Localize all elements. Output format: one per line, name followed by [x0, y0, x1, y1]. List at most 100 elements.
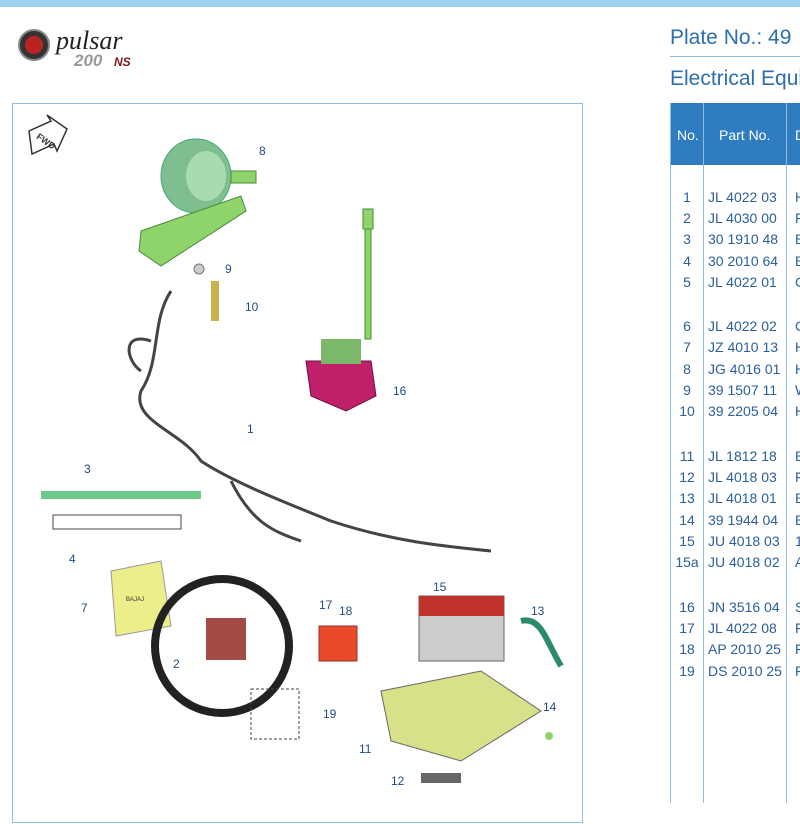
table-row: 5JL 4022 01C — [671, 272, 800, 292]
cell-desc: F — [795, 469, 800, 485]
starter-relay-part — [305, 208, 377, 412]
table-row: 15 JU 4018 03 1 — [671, 531, 800, 551]
cell-part: JL 4022 03 — [708, 189, 777, 205]
pulsar-logo: pulsar 200 NS — [14, 22, 204, 72]
washer-part — [193, 263, 205, 275]
callout-11: 11 — [359, 742, 372, 756]
table-row: 4 30 2010 64 B — [671, 251, 800, 271]
wiring-harness-part — [127, 290, 492, 553]
callout-8: 8 — [259, 144, 266, 158]
col-part-no: Part No. — [719, 127, 771, 143]
cell-part: JL 4022 02 — [708, 318, 777, 334]
callout-12: 12 — [391, 774, 405, 788]
cell-part: 39 1507 11 — [708, 382, 778, 398]
callout-13: 13 — [531, 604, 545, 618]
cell-part: JL 4030 00 — [708, 210, 777, 226]
highlight-circle — [151, 575, 293, 717]
cell-no: 6 — [683, 318, 691, 334]
svg-text:BAJAJ: BAJAJ — [126, 597, 144, 603]
cell-no: 3 — [683, 231, 691, 247]
section-title: Electrical Equip — [670, 67, 800, 90]
relay-part — [206, 618, 246, 660]
cell-no: 11 — [679, 448, 695, 464]
cell-desc: F — [795, 663, 800, 679]
cell-part: AP 2010 25 — [708, 641, 781, 657]
cell-desc: H — [795, 189, 800, 205]
col-no: No. — [677, 127, 699, 143]
table-row: 6 JL 4022 02 C — [671, 316, 800, 336]
cell-no: 18 — [679, 641, 695, 657]
callout-9: 9 — [225, 262, 232, 276]
callout-10: 10 — [245, 300, 259, 314]
callout-4: 4 — [69, 552, 76, 566]
col-desc: D — [795, 127, 800, 143]
cell-desc: H — [795, 361, 800, 377]
table-row: 7 JZ 4010 13 H — [671, 337, 800, 357]
cell-no: 14 — [679, 512, 695, 528]
cell-desc: B — [795, 231, 800, 247]
cell-desc: 1 — [795, 533, 800, 549]
cell-part: 39 2205 04 — [708, 403, 779, 419]
strap-part — [52, 514, 182, 530]
fwd-arrow-icon: FWD — [28, 114, 68, 156]
horn-part — [138, 138, 257, 267]
fuse-part — [318, 625, 358, 662]
table-header: No. Part No. D — [671, 103, 800, 165]
cell-desc: F — [795, 210, 800, 226]
callout-14: 14 — [543, 700, 557, 714]
callout-16: 16 — [393, 384, 407, 398]
cell-part: JU 4018 02 — [708, 554, 780, 570]
cell-desc: H — [795, 403, 800, 419]
cell-part: 39 1944 04 — [708, 512, 779, 528]
cell-desc: C — [795, 318, 800, 334]
callout-2: 2 — [173, 657, 180, 671]
cell-no: 7 — [683, 339, 691, 355]
fuse-holder-part — [250, 688, 300, 740]
cell-no: 5 — [683, 274, 691, 290]
cell-part: JZ 4010 13 — [708, 339, 779, 355]
band-part — [41, 491, 201, 499]
cell-desc: F — [795, 620, 800, 636]
callout-7: 7 — [81, 601, 88, 615]
cell-part: JL 4018 01 — [708, 490, 777, 506]
cell-part: DS 2010 25 — [708, 663, 782, 679]
cell-no: 1 — [683, 189, 691, 205]
table-row: 8JG 4016 01H — [671, 359, 800, 379]
cell-part: JN 3516 04 — [708, 599, 780, 615]
cell-no: 16 — [679, 599, 695, 615]
callout-1: 1 — [247, 422, 254, 436]
svg-text:200: 200 — [73, 51, 103, 70]
callout-19: 19 — [323, 707, 337, 721]
cell-desc: B — [795, 512, 800, 528]
cell-desc: W — [795, 382, 800, 398]
callout-17: 17 — [319, 598, 333, 612]
table-row: 1 JL 4022 03 H — [671, 187, 800, 207]
cell-desc: B — [795, 253, 800, 269]
exploded-diagram: FWD BAJAJ — [12, 103, 583, 823]
cell-desc: C — [795, 274, 800, 290]
cell-part: 30 2010 64 — [708, 253, 779, 269]
cell-part: JL 4018 03 — [708, 469, 777, 485]
cell-desc: F — [795, 641, 800, 657]
table-row: 10 39 2205 04 H — [671, 401, 800, 421]
pad-part — [421, 773, 461, 783]
cell-part: JG 4016 01 — [708, 361, 781, 377]
cell-no: 15a — [675, 554, 699, 570]
cell-no: 15 — [679, 533, 695, 549]
table-row: 9 39 1507 11 W — [671, 380, 800, 400]
cell-no: 19 — [679, 663, 695, 679]
cell-no: 10 — [679, 403, 695, 419]
cell-part: JU 4018 03 — [708, 533, 780, 549]
cell-desc: H — [795, 339, 800, 355]
cell-no: 4 — [683, 253, 691, 269]
relay-box-part: BAJAJ — [110, 560, 172, 637]
battery-part — [418, 595, 505, 662]
parts-table: No. Part No. D 1JL 4022 03H2JL 4030 00F3… — [670, 103, 800, 803]
cell-no: 9 — [683, 382, 691, 398]
